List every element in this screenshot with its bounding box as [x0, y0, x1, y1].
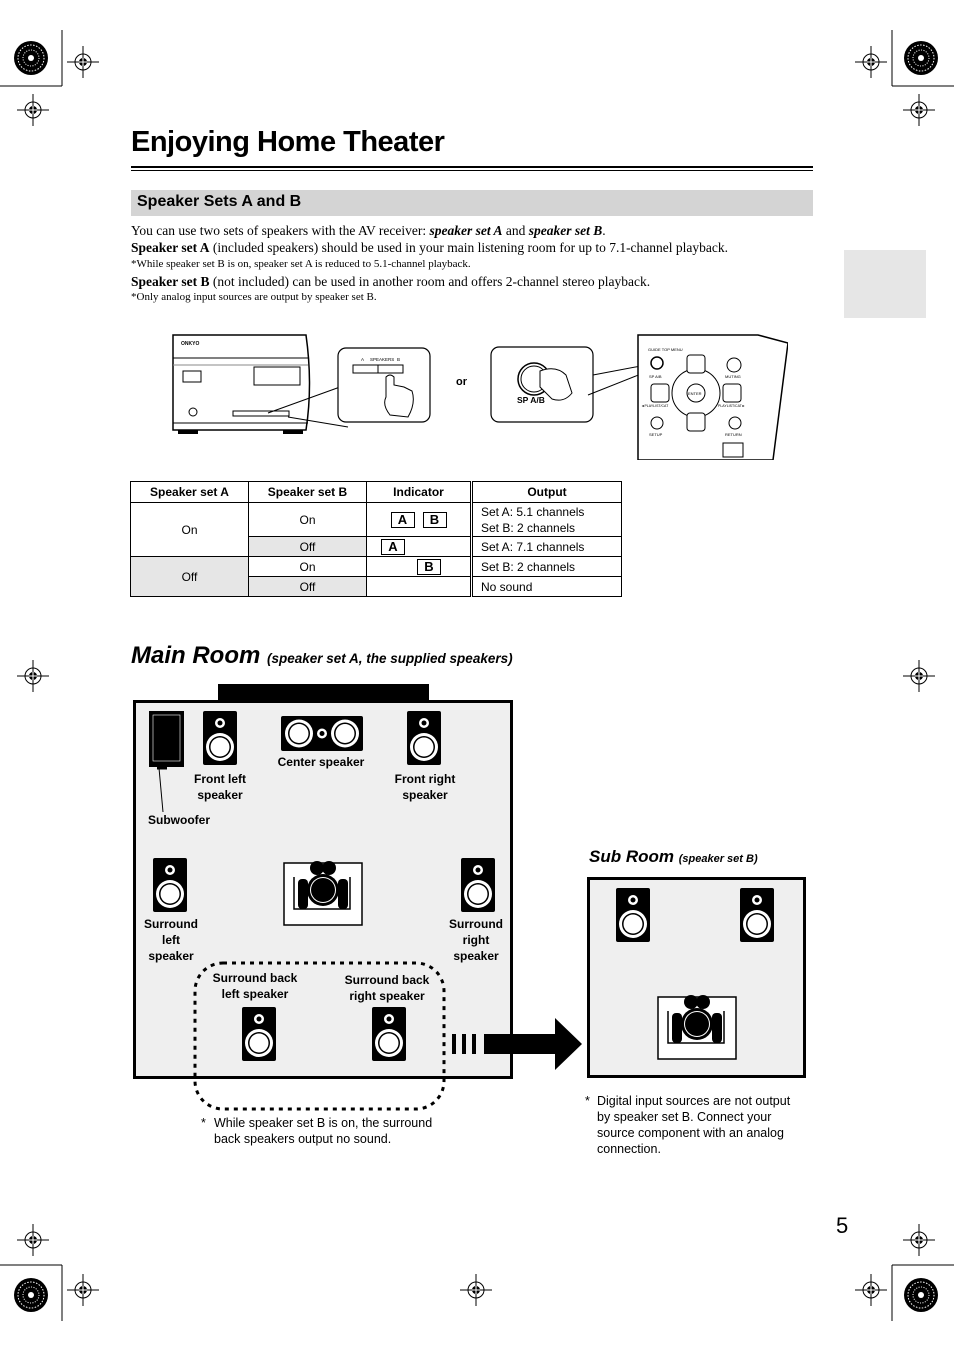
switch-a-label: A — [361, 357, 364, 362]
sub-room-seat-icon — [657, 994, 737, 1060]
surround-left-speaker-label: Surround left speaker — [144, 917, 198, 963]
surround-back-dashed-outline — [193, 961, 446, 1111]
speaker-set-a-label: Speaker set A — [131, 240, 210, 255]
surround-right-speaker-label: Surround right speaker — [449, 917, 503, 963]
intro-note-1: *While speaker set B is on, speaker set … — [131, 258, 471, 270]
remote-guide-label: GUIDE TOP MENU — [648, 347, 683, 352]
arrow-to-sub-room-icon — [452, 1018, 582, 1070]
subwoofer-label: Subwoofer — [148, 813, 210, 827]
main-room-title: Main Room (speaker set A, the supplied s… — [131, 642, 513, 670]
speakers-switch-callout: A SPEAKERS B — [337, 347, 431, 423]
intro-text: You can use two sets of speakers with th… — [131, 223, 430, 238]
front-left-speaker-label: Front left speaker — [194, 772, 246, 802]
screen-bar — [218, 684, 429, 702]
table-header-row: Speaker set A Speaker set B Indicator Ou… — [130, 481, 622, 503]
listener-seat-icon — [283, 860, 363, 926]
indicator-b: B — [417, 558, 441, 575]
intro-line-1: You can use two sets of speakers with th… — [131, 222, 606, 239]
sub-room-heading: Sub Room — [589, 847, 674, 866]
center-speaker-icon — [281, 716, 363, 751]
switch-b-label: B — [397, 357, 400, 362]
main-room-footnote-mark: * — [201, 1116, 206, 1130]
speaker-set-table: Speaker set A Speaker set B Indicator Ou… — [130, 481, 622, 597]
surround-left-speaker-icon — [153, 858, 187, 912]
front-right-speaker-icon — [407, 711, 441, 765]
main-room-heading: Main Room — [131, 642, 261, 669]
title-rule — [131, 166, 813, 171]
remote-playlist-right: PLAYLIST/CAT► — [718, 404, 745, 408]
speakers-label: SPEAKERS — [370, 357, 394, 362]
intro-text: and — [502, 223, 529, 238]
table-cell: On — [248, 502, 367, 537]
remote-setup-label: SETUP — [649, 432, 663, 437]
speaker-set-b-term: speaker set B — [528, 223, 603, 238]
front-right-speaker-label: Front right speaker — [394, 772, 456, 802]
sp-ab-button-callout: SP A/B — [490, 346, 594, 423]
front-left-speaker-icon — [203, 711, 237, 765]
main-room-subtitle: (speaker set A, the supplied speakers) — [267, 651, 513, 666]
indicator-b: B — [422, 511, 447, 528]
intro-text: (included speakers) should be used in yo… — [209, 240, 729, 255]
remote-spab-label: SP A/B — [649, 374, 662, 379]
page-title: Enjoying Home Theater — [131, 126, 445, 158]
table-cell: Off — [248, 576, 367, 597]
output-cell: Set A: 7.1 channels — [470, 536, 622, 557]
remote-control: GUIDE TOP MENU SP A/B MUTING ENTER ◄PLAY… — [637, 334, 788, 460]
main-room-footnote: While speaker set B is on, the surround … — [214, 1116, 433, 1146]
speaker-set-b-label: Speaker set B — [131, 274, 210, 289]
surround-back-right-label: Surround back right speaker — [344, 973, 430, 1003]
intro-note-2: *Only analog input sources are output by… — [131, 291, 377, 303]
sub-room-footnote: Digital input sources are not output by … — [597, 1094, 791, 1156]
sub-room-right-speaker-icon — [740, 888, 774, 942]
section-heading: Speaker Sets A and B — [137, 193, 302, 210]
sp-ab-button-label: SP A/B — [517, 395, 545, 405]
section-heading-bar: Speaker Sets A and B — [131, 190, 813, 216]
intro-line-3: Speaker set B (not included) can be used… — [131, 273, 650, 290]
intro-text: . — [602, 223, 606, 238]
remote-muting-label: MUTING — [725, 374, 741, 379]
remote-playlist-left: ◄PLAYLIST/CAT — [641, 404, 669, 408]
table-cell: Off — [130, 556, 249, 597]
surround-right-speaker-icon — [461, 858, 495, 912]
indicator-a: A — [381, 538, 405, 555]
surround-back-right-speaker-icon — [372, 1007, 406, 1061]
intro-line-2: Speaker set A (included speakers) should… — [131, 239, 728, 256]
remote-return-label: RETURN — [725, 432, 742, 437]
intro-text: (not included) can be used in another ro… — [209, 274, 651, 289]
speaker-set-a-term: speaker set A — [429, 223, 503, 238]
sub-room-title: Sub Room (speaker set B) — [589, 847, 758, 867]
receiver-front-panel: ONKYO — [172, 334, 311, 434]
output-cell: No sound — [470, 576, 622, 597]
surround-back-left-speaker-icon — [242, 1007, 276, 1061]
sub-room-footnote-mark: * — [585, 1094, 590, 1108]
side-tab — [844, 250, 926, 318]
or-label: or — [456, 376, 468, 388]
output-line: Set B: 2 channels — [481, 520, 576, 535]
table-row: Off On B Set B: 2 channels — [130, 556, 622, 597]
page-number: 5 — [836, 1213, 849, 1238]
center-speaker-label: Center speaker — [277, 755, 365, 769]
table-cell: On — [248, 556, 367, 577]
sub-room-subtitle: (speaker set B) — [678, 853, 758, 865]
sub-room-left-speaker-icon — [616, 888, 650, 942]
brand-logo: ONKYO — [181, 341, 199, 347]
table-header: Speaker set B — [248, 481, 367, 503]
surround-back-left-label: Surround back left speaker — [212, 971, 298, 1001]
table-row: Off No sound — [131, 576, 622, 597]
indicator-a: A — [390, 511, 415, 528]
output-line: Set A: 5.1 channels — [481, 504, 585, 519]
remote-enter-label: ENTER — [688, 391, 702, 396]
subwoofer-icon — [149, 711, 184, 767]
receiver-remote-illustration: ONKYO A SPEAKERS B or SP A/B GUIDE TOP M… — [172, 334, 788, 460]
